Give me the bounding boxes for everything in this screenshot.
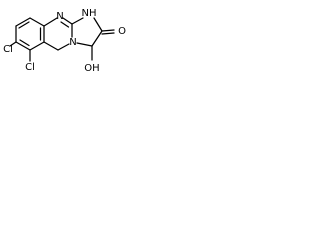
atom-n-top: N (56, 11, 63, 22)
bond (43, 17, 58, 27)
bond (15, 17, 31, 27)
atom-chlorine-bottom: Cl (25, 62, 35, 73)
bond (76, 42, 93, 47)
atom-labels: N NH O N Cl Cl OH (3, 8, 126, 74)
bond (29, 17, 45, 27)
atom-hydroxyl: OH (84, 63, 99, 74)
bond (15, 41, 31, 51)
bond-double-inner (18, 21, 30, 29)
bond (43, 41, 59, 51)
bond (101, 32, 115, 35)
bond (29, 41, 45, 51)
atom-n-ring: N (69, 37, 76, 48)
atom-oxygen: O (118, 26, 126, 37)
chemical-structure: N NH O N Cl Cl OH (3, 8, 126, 74)
bond (93, 17, 103, 32)
bond (71, 17, 84, 25)
bond (57, 43, 70, 51)
bond (9, 41, 17, 47)
bond (62, 17, 73, 25)
bond (91, 30, 103, 47)
bond (101, 29, 115, 32)
atom-chlorine-left: Cl (3, 44, 13, 55)
atom-nh: NH (82, 8, 97, 19)
bond-double-inner (19, 39, 30, 47)
bonds (9, 17, 115, 62)
bond-double-inner (60, 21, 70, 28)
